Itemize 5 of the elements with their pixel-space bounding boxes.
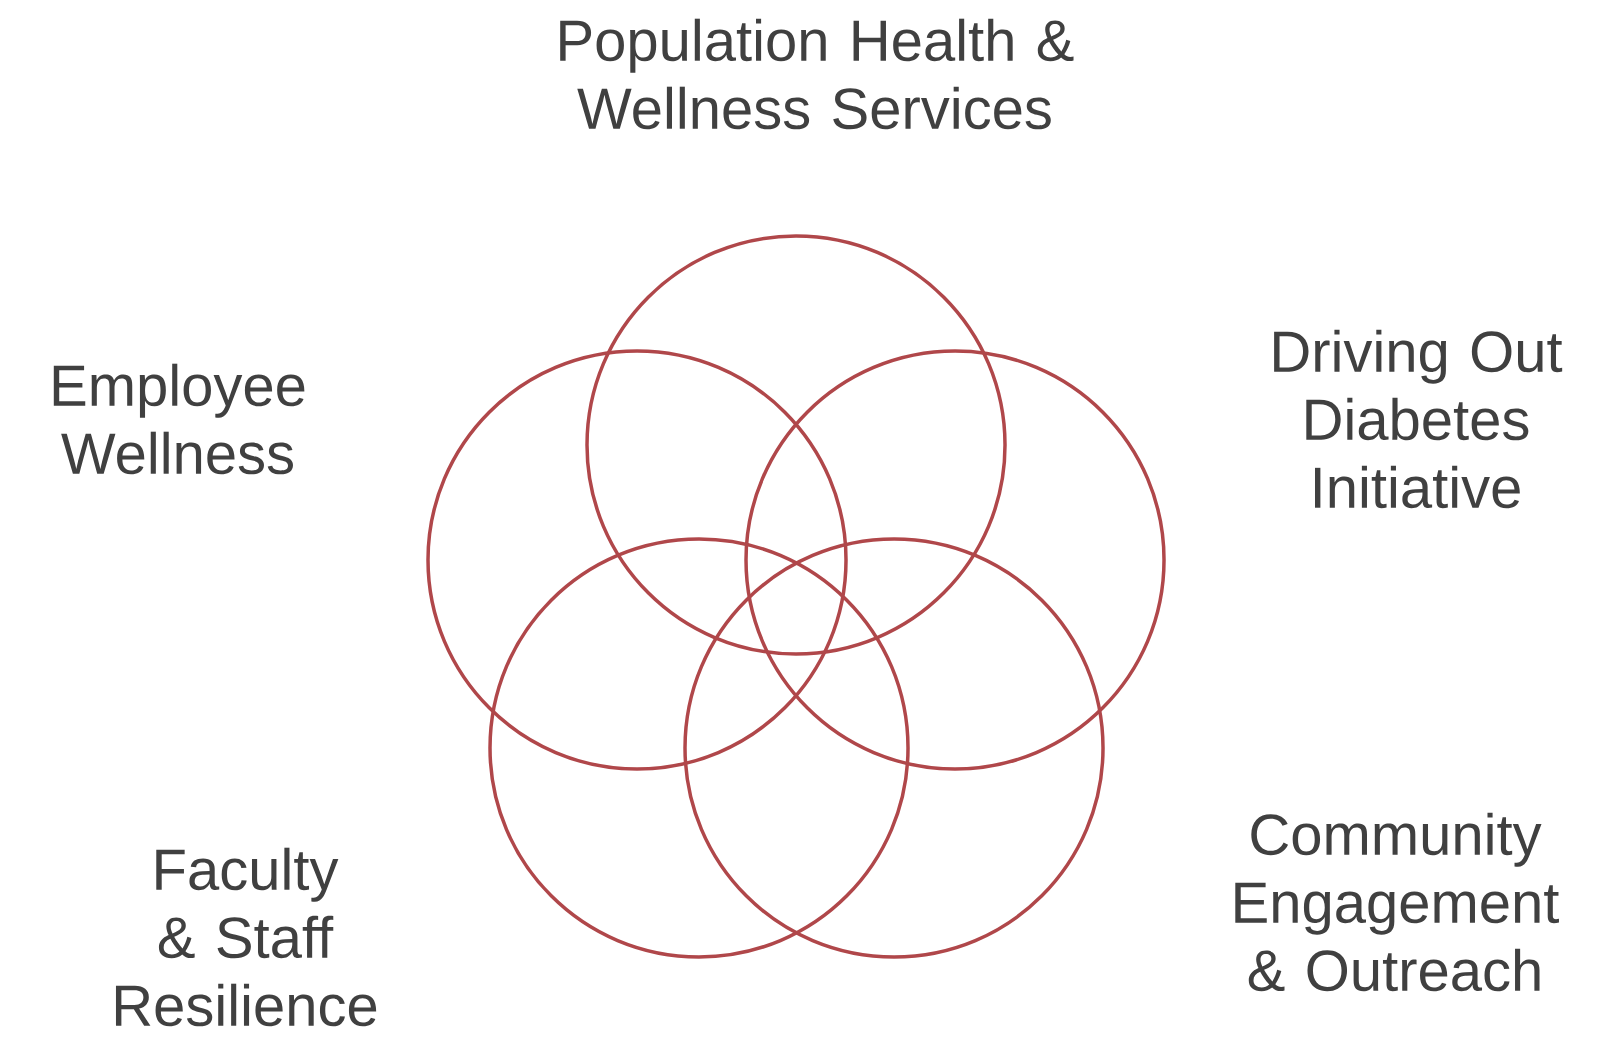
circle-label: Driving Out Diabetes Initiative — [1274, 329, 1563, 509]
circle-label: Faculty & Staff Resilience — [115, 847, 377, 1027]
circle-label: Community Engagement & Outreach — [1235, 812, 1559, 992]
circle-label: Employee Wellness — [53, 363, 305, 475]
circle-label: Population Health & Wellness Services — [560, 18, 1074, 130]
